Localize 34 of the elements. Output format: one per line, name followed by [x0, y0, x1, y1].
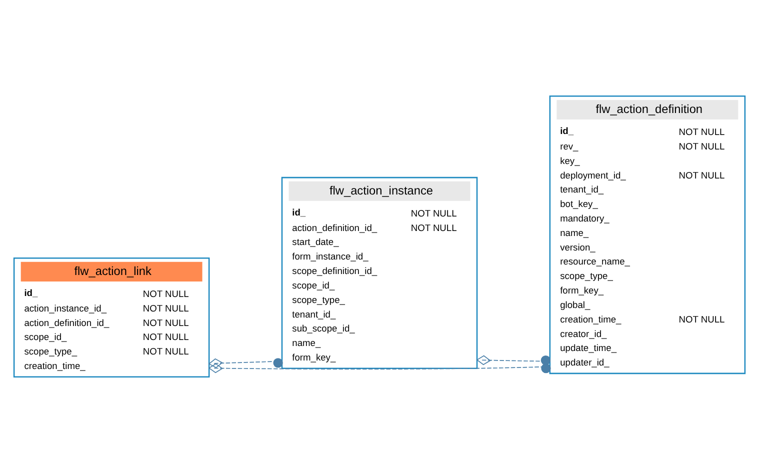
node-text: scope_type_: [292, 294, 345, 305]
node-text: form_key_: [292, 352, 336, 363]
node-text: creation_time_: [24, 361, 86, 372]
node-text: action_definition_id_ NOT NULL: [24, 318, 189, 328]
node-text: action_definition_id_ NOT NULL: [292, 222, 457, 233]
node-text: updater_id_: [560, 358, 610, 368]
node-text: id_ NOT NULL: [24, 288, 189, 299]
node-text: scope_type_: [560, 271, 613, 282]
node-text: bot_key_: [560, 199, 598, 210]
node-text: creation_time_ NOT NULL: [560, 314, 725, 324]
node-text: tenant_id_: [560, 184, 604, 195]
node-text: id_ NOT NULL: [560, 126, 725, 138]
node-text: scope_definition_id_: [292, 266, 378, 276]
node-text: scope_id_: [292, 280, 335, 290]
node-text: name_: [292, 338, 321, 348]
node-text: tenant_id_: [292, 309, 336, 320]
node-text: key_: [560, 156, 580, 166]
node-text: scope_id_ NOT NULL: [24, 332, 189, 342]
node-text: id_ NOT NULL: [292, 208, 457, 218]
node-text: form_key_: [560, 286, 604, 296]
node-text: name_: [560, 228, 589, 238]
node-text: sub_scope_id_: [292, 324, 355, 334]
node-text: version_: [560, 242, 596, 252]
node-text: form_instance_id_: [292, 252, 368, 262]
node-text: start_date_: [292, 237, 339, 248]
node-text: creator_id_: [560, 328, 607, 339]
node-text: resource_name_: [560, 256, 630, 267]
node-text: global_: [560, 300, 590, 310]
node-text: scope_type_ NOT NULL: [24, 346, 189, 357]
node-text: mandatory_: [560, 213, 610, 224]
node-text: action_instance_id_ NOT NULL: [24, 303, 189, 314]
node-text: rev_ NOT NULL: [560, 141, 725, 152]
node-text: update_time_: [560, 343, 617, 354]
node-text: deployment_id_ NOT NULL: [560, 170, 725, 180]
